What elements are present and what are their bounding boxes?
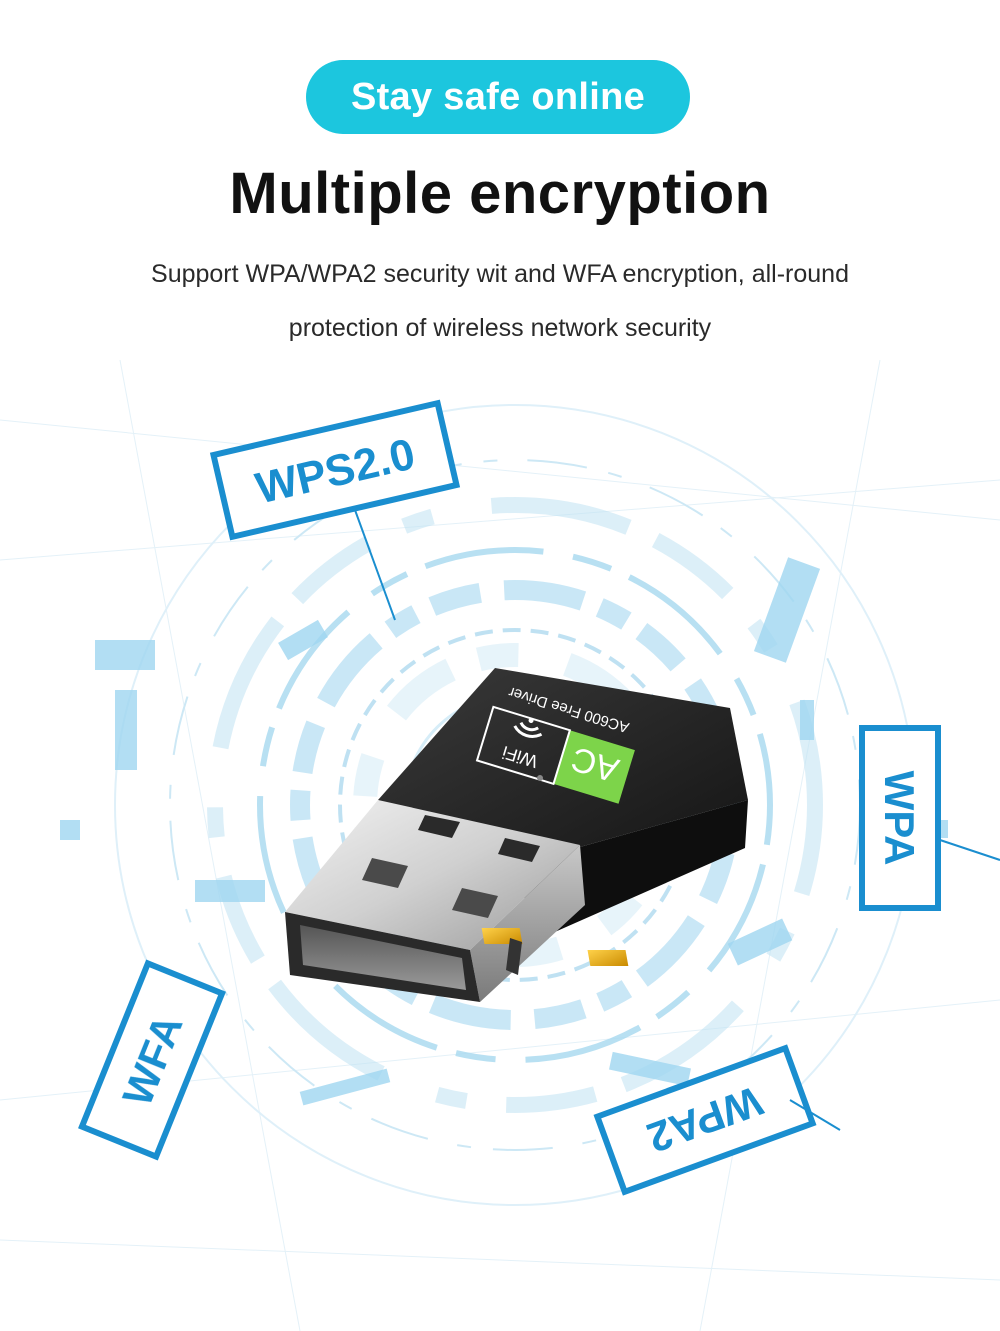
security-illustration: WPS2.0 WPA WFA WPA2	[0, 360, 1000, 1331]
stay-safe-label: Stay safe online	[350, 75, 646, 118]
usb-wifi-adapter: AC WiFi AC600 Free Driver	[285, 668, 748, 1002]
decor-blocks	[60, 557, 948, 1106]
ac-badge	[553, 730, 635, 804]
wpa-label: WPA	[876, 771, 923, 866]
plug-hole	[362, 858, 408, 888]
stay-safe-badge: Stay safe online	[306, 60, 690, 134]
plug-hole	[506, 938, 522, 975]
wpa-connector	[939, 839, 1000, 861]
wfa-feature: WFA	[78, 959, 226, 1161]
description-line-1: Support WPA/WPA2 security wit and WFA en…	[151, 260, 849, 288]
wifi-icon	[513, 717, 543, 738]
wps-connector	[354, 509, 396, 621]
wpa2-connector	[789, 1099, 841, 1131]
description-line-2: protection of wireless network security	[288, 314, 712, 342]
gold-contact	[587, 950, 629, 966]
page-title: Multiple encryption	[229, 161, 771, 226]
wps-feature: WPS2.0	[209, 399, 461, 541]
plug-hole	[452, 888, 498, 918]
wpa2-feature: WPA2	[593, 1044, 817, 1196]
status-led	[537, 775, 543, 781]
wpa-feature: WPA	[859, 725, 941, 911]
